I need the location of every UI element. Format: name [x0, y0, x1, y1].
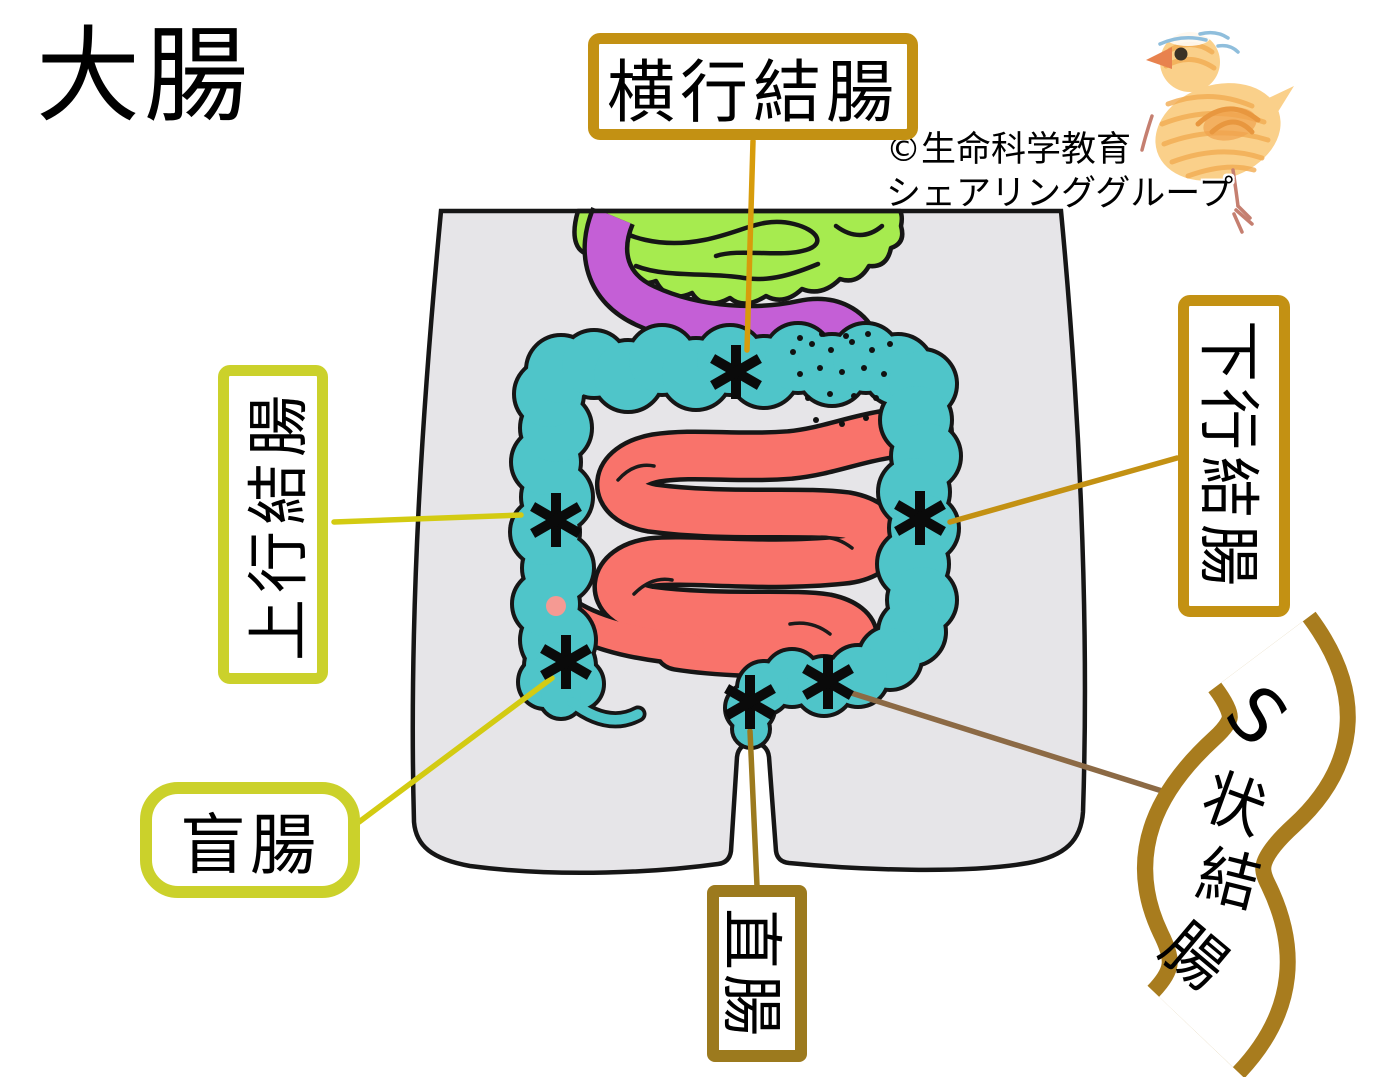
page-title: 大腸	[36, 15, 253, 137]
label-descending-colon-text: 下行結腸	[1192, 319, 1266, 593]
duodenum	[582, 206, 878, 354]
label-cecum: 盲腸	[140, 782, 360, 898]
label-rectum-text: 直腸	[715, 907, 789, 1040]
leader-lines	[331, 138, 1181, 889]
stipple-dots	[790, 331, 893, 427]
leader-descending	[947, 455, 1180, 525]
label-transverse-colon: 横行結腸	[588, 33, 918, 140]
leader-sigmoid	[842, 688, 1181, 799]
label-ascending-colon: 上行結腸	[218, 365, 328, 684]
label-transverse-colon-text: 横行結腸	[606, 54, 899, 133]
ileum-junction	[546, 596, 566, 616]
label-cecum-text: 盲腸	[180, 807, 320, 884]
leader-rectum	[747, 728, 760, 889]
credit-text: ©生命科学教育 シェアリンググループ	[886, 128, 1233, 216]
label-descending-colon: 下行結腸	[1178, 295, 1290, 617]
label-rectum: 直腸	[707, 885, 807, 1062]
leader-cecum	[356, 675, 555, 825]
leader-transverse	[744, 138, 756, 353]
stomach	[572, 208, 905, 307]
large-intestine	[512, 325, 959, 746]
label-ascending-colon-text: 上行結腸	[242, 388, 316, 661]
credit-line-1: ©生命科学教育	[886, 130, 1132, 170]
credit-line-2: シェアリンググループ	[886, 174, 1234, 215]
sigmoid-ribbon	[1137, 611, 1356, 1077]
leader-ascending	[331, 512, 524, 525]
chick-illustration	[1140, 30, 1294, 234]
